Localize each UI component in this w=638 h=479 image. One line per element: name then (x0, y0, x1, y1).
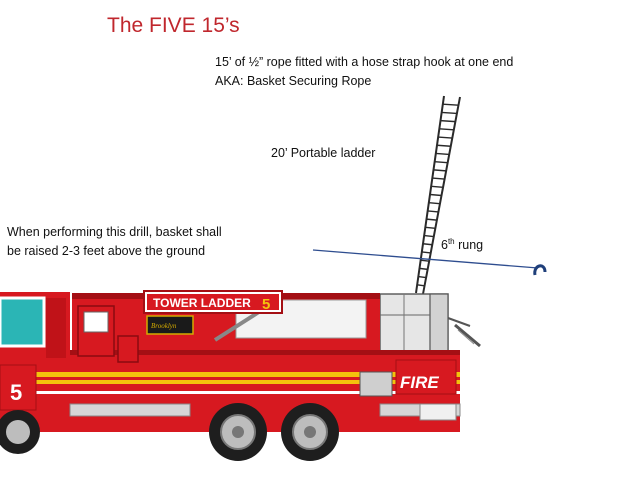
ladder-rung (436, 144, 451, 147)
ladder-rung (418, 275, 427, 279)
rung-number: 6 (441, 238, 448, 252)
ladder-rung (428, 202, 441, 205)
rope-note-line2: AKA: Basket Securing Rope (215, 74, 372, 88)
aerial-basket-icon (379, 293, 481, 355)
ladder-rung (417, 284, 425, 287)
ladder-rung (424, 234, 434, 238)
wheel (209, 403, 267, 461)
door-number: 5 (10, 380, 22, 405)
rung-suffix: th (447, 236, 455, 246)
company-plaque: Brooklyn (151, 322, 177, 330)
ladder-rung (419, 267, 428, 271)
ladder-rung (422, 243, 433, 246)
rung-note: 6th rung (441, 236, 483, 255)
slide-title: The FIVE 15’s (107, 14, 240, 37)
ladder-rung (426, 218, 437, 221)
wheel (0, 410, 40, 454)
drill-note-line2: be raised 2-3 feet above the ground (7, 244, 206, 258)
banner-number: 5 (262, 296, 270, 313)
wheel (281, 403, 339, 461)
ladder-rung (425, 226, 436, 230)
ladder-rung (439, 128, 454, 131)
rope-note: 15’ of ½” rope fitted with a hose strap … (215, 53, 513, 91)
ladder-rung (420, 259, 430, 262)
ladder-rung (441, 111, 457, 115)
ladder-rung (435, 152, 450, 156)
ladder-rung (421, 251, 431, 254)
ladder-note: 20’ Portable ladder (271, 146, 376, 160)
drill-note: When performing this drill, basket shall… (7, 223, 222, 261)
fire-decal: FIRE (400, 373, 439, 392)
ladder-rung (427, 210, 439, 213)
rope-hook-icon (533, 264, 547, 276)
portable-ladder-icon (415, 95, 461, 295)
ladder-rung (432, 177, 445, 180)
ladder-rung (434, 160, 448, 164)
ladder-rung (440, 119, 456, 123)
ladder-rung (433, 169, 447, 172)
rope-note-line1: 15’ of ½” rope fitted with a hose strap … (215, 55, 514, 69)
ladder-rung (431, 185, 444, 188)
ladder-rung (429, 193, 442, 197)
truck-body: TOWER LADDER 5 5 FIRE Brooklyn (0, 290, 461, 461)
banner-label: TOWER LADDER (153, 296, 251, 310)
rope-line (312, 249, 539, 269)
rung-label: rung (454, 238, 484, 252)
ladder-rung (442, 103, 459, 106)
drill-note-line1: When performing this drill, basket shall (7, 225, 222, 239)
ladder-rung (438, 136, 453, 139)
